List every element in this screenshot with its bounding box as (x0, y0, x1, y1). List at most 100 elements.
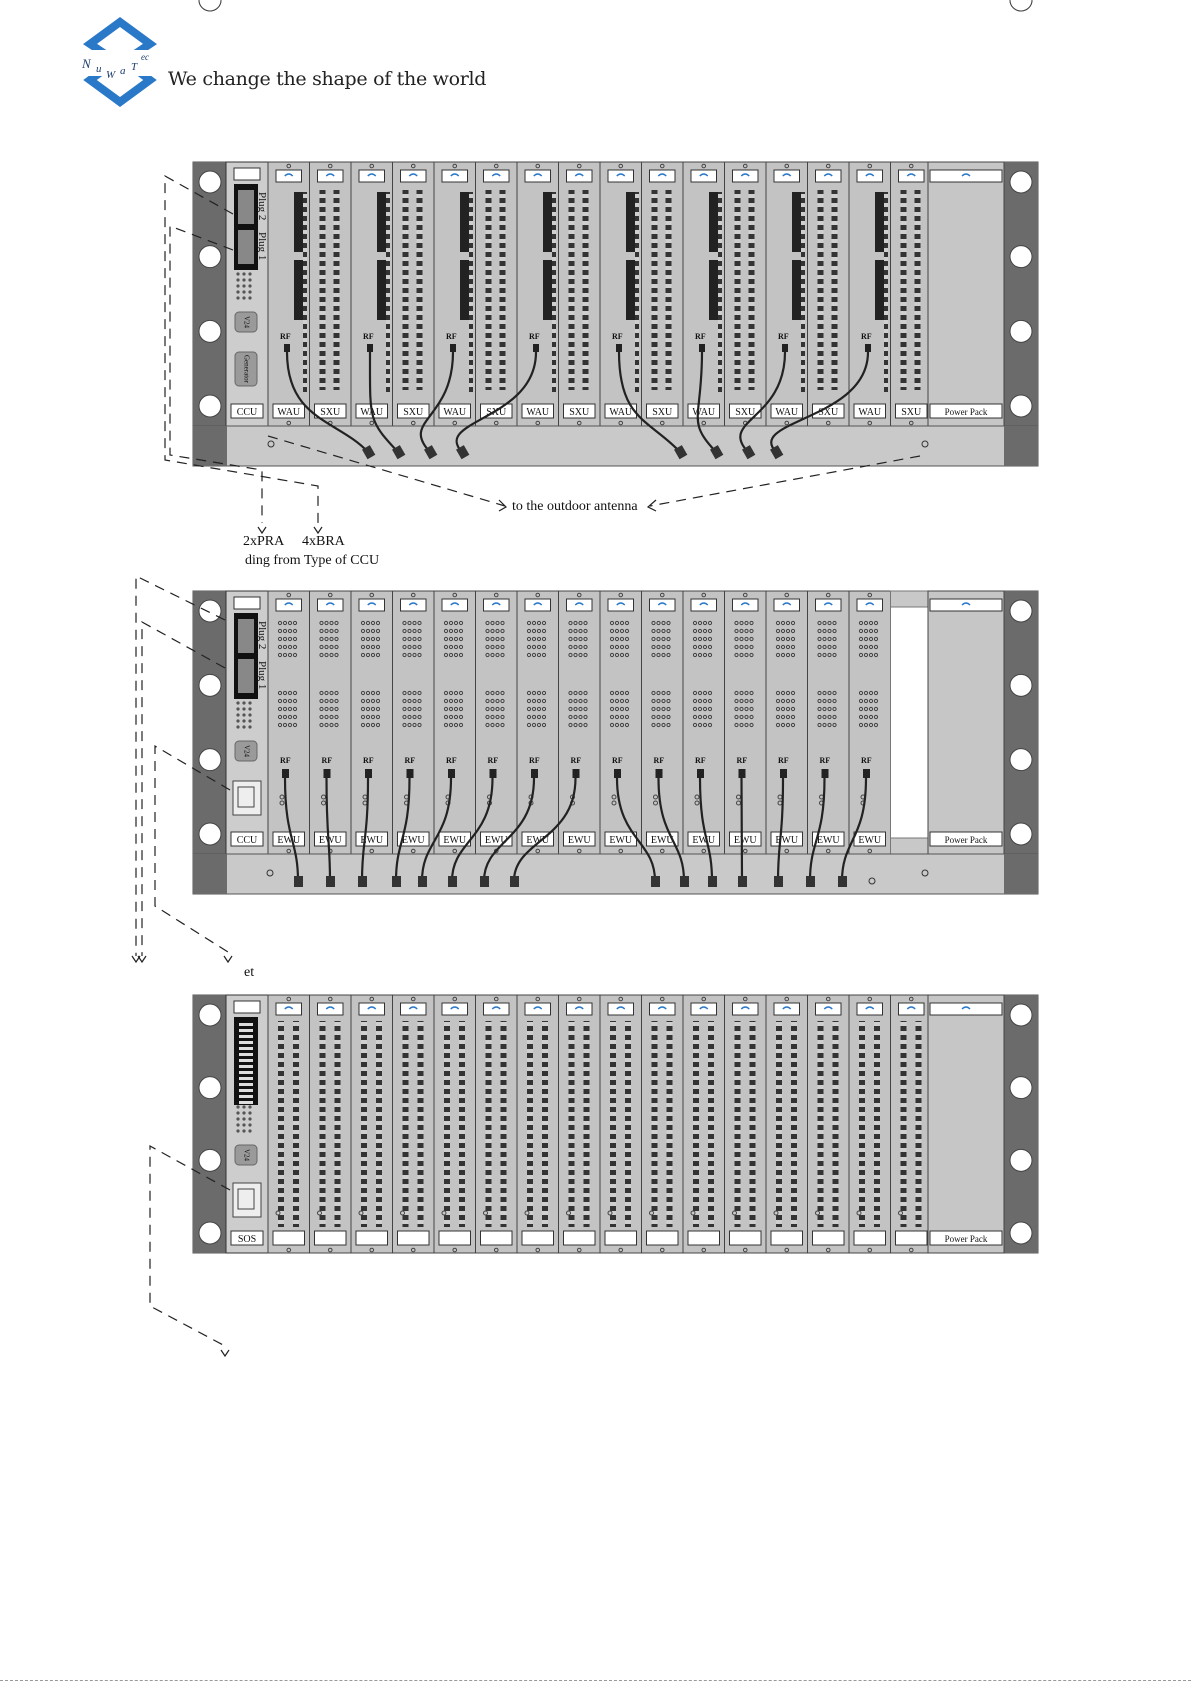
slot-screw (327, 1247, 333, 1253)
led (739, 698, 744, 704)
status-led (236, 701, 240, 705)
led (609, 636, 615, 642)
led (524, 1210, 530, 1216)
led (619, 690, 625, 696)
slot-panel (848, 590, 891, 855)
led (443, 706, 449, 712)
rf-label: RF (280, 756, 291, 765)
led (568, 620, 573, 626)
slot-card (682, 994, 725, 1254)
led (744, 644, 749, 650)
mount-hole (1009, 1148, 1033, 1172)
sxu-rib-left (651, 190, 658, 390)
led (692, 714, 698, 720)
led (707, 644, 713, 650)
led (568, 644, 573, 650)
led (375, 706, 381, 712)
led (619, 722, 625, 728)
led (319, 706, 324, 712)
led (863, 722, 869, 728)
led (329, 628, 334, 634)
slot-screw (410, 163, 416, 169)
slot-top-label-box (317, 1002, 344, 1016)
slot-screw (327, 592, 333, 598)
wau-connector-lower (792, 260, 802, 320)
led (578, 628, 583, 634)
slot-logo-mark (740, 1006, 750, 1010)
slot-screw (535, 1247, 541, 1253)
led (651, 722, 656, 728)
wau-connector-lower (294, 260, 304, 320)
cpu-label: SOS (238, 1234, 256, 1245)
slot-screw (327, 163, 333, 169)
slot-label: SXU (818, 407, 839, 418)
blank-rib-left (734, 1021, 741, 1227)
sxu-rib-right (582, 190, 589, 390)
led (319, 714, 324, 720)
led (360, 706, 366, 712)
led (319, 636, 324, 642)
led (402, 628, 407, 634)
led (744, 690, 749, 696)
led (624, 652, 630, 658)
led (458, 620, 464, 626)
led (495, 698, 500, 704)
led (277, 628, 283, 634)
led (292, 652, 298, 658)
led (666, 722, 671, 728)
slot-top-label-box (358, 598, 385, 612)
connector-pin (239, 1041, 253, 1044)
led (817, 628, 822, 634)
led (334, 636, 339, 642)
led (624, 628, 630, 634)
led (775, 636, 781, 642)
status-led (248, 296, 252, 300)
arrowheads (131, 499, 657, 1358)
cpu-label-box (230, 403, 264, 419)
led (863, 620, 869, 626)
led (365, 644, 371, 650)
slot-panel (309, 994, 352, 1254)
led (417, 706, 422, 712)
cable-connector (448, 876, 457, 887)
led (370, 620, 376, 626)
led (541, 644, 547, 650)
right-mount-ear (1004, 854, 1038, 894)
slot-screw (659, 592, 665, 598)
led (453, 652, 459, 658)
slot-panel (890, 994, 933, 1254)
slot-logo-mark (616, 602, 626, 606)
arrowhead (223, 955, 233, 964)
led (329, 706, 334, 712)
slot-logo-mark (325, 173, 335, 177)
led (614, 636, 620, 642)
led (536, 714, 542, 720)
slot-label: SXU (403, 407, 424, 418)
led (407, 652, 412, 658)
rf-label: RF (778, 756, 789, 765)
led (873, 706, 879, 712)
wau-connector-lower (543, 260, 553, 320)
led (656, 628, 661, 634)
led (739, 706, 744, 712)
led (370, 652, 376, 658)
led (583, 620, 588, 626)
led (609, 620, 615, 626)
cpu-port-label: Plug 2 (256, 192, 268, 220)
slot-top-label-box (898, 169, 925, 183)
slot-label: EWU (734, 835, 758, 846)
slot-top-label-box (275, 598, 302, 612)
led (832, 706, 837, 712)
led (536, 628, 542, 634)
led (773, 1210, 779, 1216)
led (749, 698, 754, 704)
led (609, 722, 615, 728)
led (785, 652, 791, 658)
mount-hole (1009, 394, 1033, 418)
led (697, 652, 703, 658)
led (370, 690, 376, 696)
tray-panel (192, 853, 1039, 895)
